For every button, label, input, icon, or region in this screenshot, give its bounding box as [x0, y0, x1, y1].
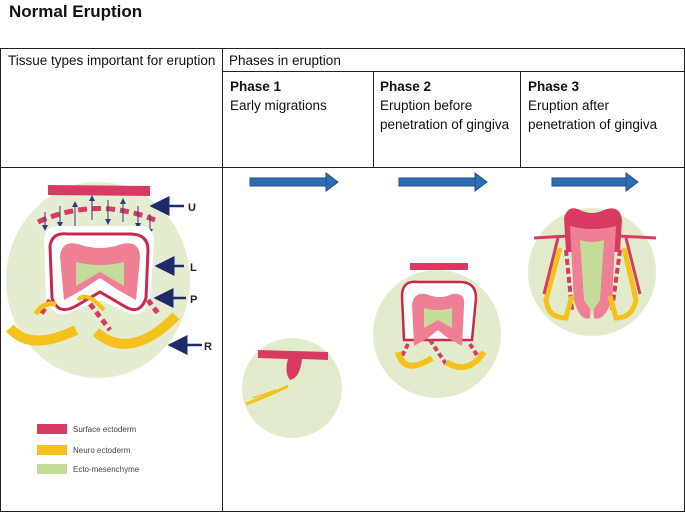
dashed-arc [36, 206, 156, 225]
marker-u: U [188, 202, 196, 214]
phase-1-surface-ectoderm [258, 350, 328, 380]
marker-p: P [190, 294, 197, 306]
phase-2-neuro-ectoderm [395, 351, 434, 369]
legend: Surface ectoderm Neuro ectoderm Ecto-mes… [37, 424, 140, 474]
neuro-ectoderm-right [92, 312, 180, 349]
phase-2-arrow-icon [398, 172, 488, 192]
phase-1-neuro-ectoderm [245, 384, 289, 406]
tissue-diagram: U L P R [6, 182, 212, 378]
phase-arrows [249, 172, 639, 192]
pulp [76, 262, 124, 286]
phase-1-diagram [242, 338, 342, 438]
marker-r: R [204, 341, 212, 353]
phases-header: Phases in eruption [229, 53, 341, 68]
phase-1-arrow-icon [249, 172, 339, 192]
phase-3-cell: Phase 3 Eruption after penetration of gi… [528, 77, 680, 134]
phase-3-desc: Eruption after penetration of gingiva [528, 98, 658, 132]
phase-2-surface-ectoderm [410, 263, 468, 270]
phase-3-neuro-ectoderm [543, 247, 575, 321]
phase-3-label: Phase 3 [528, 79, 580, 94]
phase-3-arrow-icon [551, 172, 639, 192]
page-title: Normal Eruption [9, 2, 143, 21]
legend-label-mesenchyme: Ecto-mesenchyme [73, 465, 140, 474]
migration-arrows [42, 195, 153, 235]
legend-swatch-mesenchyme [37, 464, 67, 474]
tissue-types-header: Tissue types important for eruption [8, 53, 216, 68]
phase-2-cell: Phase 2 Eruption before penetration of g… [380, 77, 514, 134]
enamel-organ [48, 232, 150, 312]
marker-l: L [190, 262, 197, 274]
legend-label-surface: Surface ectoderm [73, 425, 136, 434]
phase-1-desc: Early migrations [230, 98, 327, 113]
phase-3-diagram [528, 208, 657, 336]
phase-1-cell: Phase 1 Early migrations [230, 77, 368, 115]
neuro-ectoderm-left [6, 324, 79, 346]
phase-2-label: Phase 2 [380, 79, 432, 94]
legend-swatch-surface [37, 424, 67, 434]
phase-1-label: Phase 1 [230, 79, 282, 94]
legend-label-neuro: Neuro ectoderm [73, 446, 131, 455]
legend-swatch-neuro [37, 445, 67, 455]
phase-2-diagram [373, 263, 501, 398]
surface-ectoderm-bar [48, 185, 150, 196]
phase-2-desc: Eruption before penetration of gingiva [380, 98, 510, 132]
